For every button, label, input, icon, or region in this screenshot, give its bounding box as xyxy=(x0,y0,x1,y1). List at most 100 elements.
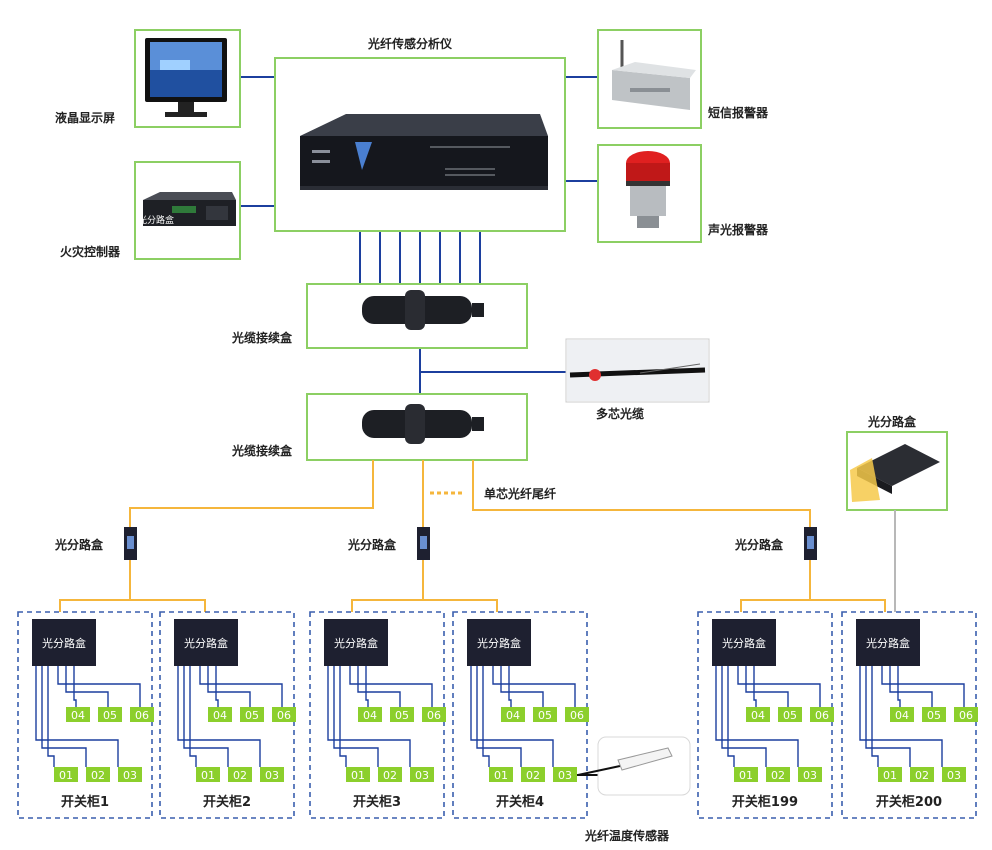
port-label: 01 xyxy=(351,769,365,782)
cabinet-name: 开关柜1 xyxy=(61,794,109,810)
fiber-branches xyxy=(59,588,886,612)
cabinet-lead xyxy=(189,666,197,767)
port-01 xyxy=(54,767,78,782)
cabinet-splitter-box-label: 光分路盒 xyxy=(722,636,766,650)
cabinet-splitter-box xyxy=(174,619,238,666)
port-label: 02 xyxy=(771,769,785,782)
cabinet-lead xyxy=(715,666,799,767)
fiber-trunk xyxy=(129,460,811,588)
cabinet-lead xyxy=(41,666,87,767)
splice-box-top-image xyxy=(362,290,484,330)
port-03 xyxy=(118,767,142,782)
cabinet-splitter-box-label: 光分路盒 xyxy=(334,636,378,650)
cabinet-lead xyxy=(470,666,554,767)
splice-box-bottom-image xyxy=(362,404,484,444)
multi-core-cable-label: 多芯光缆 xyxy=(596,406,644,421)
cabinet-lead xyxy=(339,666,347,767)
port-01 xyxy=(196,767,220,782)
port-04 xyxy=(208,707,232,722)
port-label: 02 xyxy=(233,769,247,782)
cabinet-name: 开关柜4 xyxy=(496,794,544,810)
port-06 xyxy=(272,707,296,722)
port-label: 01 xyxy=(59,769,73,782)
port-label: 06 xyxy=(815,709,829,722)
port-06 xyxy=(565,707,589,722)
port-06 xyxy=(954,707,978,722)
cabinet-lead xyxy=(349,666,433,707)
port-04 xyxy=(501,707,525,722)
port-label: 04 xyxy=(895,709,909,722)
cabinet-splitter-box-label: 光分路盒 xyxy=(477,636,521,650)
port-label: 05 xyxy=(538,709,552,722)
cabinet-lead xyxy=(57,666,141,707)
cabinet-lead xyxy=(508,666,512,707)
cabinet-splitter-box xyxy=(856,619,920,666)
cabinet-splitter-box-label: 光分路盒 xyxy=(184,636,228,650)
port-03 xyxy=(410,767,434,782)
cabinet-lead xyxy=(753,666,757,707)
cabinet-lead xyxy=(177,666,261,767)
port-label: 03 xyxy=(558,769,572,782)
cabinet-lead xyxy=(47,666,55,767)
cabinet-lead xyxy=(35,666,119,767)
lcd-monitor-image xyxy=(145,38,227,117)
splitter-3 xyxy=(804,527,817,560)
port-label: 04 xyxy=(506,709,520,722)
sound-light-alarm-image xyxy=(626,151,670,228)
splice-box-top-label: 光缆接续盒 xyxy=(231,330,293,345)
cabinet-lead xyxy=(73,666,77,707)
port-label: 06 xyxy=(427,709,441,722)
port-label: 02 xyxy=(915,769,929,782)
cabinet-name: 开关柜3 xyxy=(353,794,401,810)
cabinet-lead xyxy=(199,666,283,707)
cabinet-lead xyxy=(482,666,490,767)
fire-controller-image xyxy=(143,192,236,226)
cabinet-splitter-box xyxy=(467,619,531,666)
port-02 xyxy=(910,767,934,782)
port-label: 03 xyxy=(265,769,279,782)
port-label: 03 xyxy=(123,769,137,782)
sms-alarm-image xyxy=(612,40,696,110)
port-label: 06 xyxy=(570,709,584,722)
pigtail-label: 单芯光纤尾纤 xyxy=(484,486,556,501)
cabinet-lead xyxy=(889,666,933,707)
port-label: 06 xyxy=(135,709,149,722)
port-label: 05 xyxy=(927,709,941,722)
port-04 xyxy=(746,707,770,722)
cabinet-lead xyxy=(215,666,219,707)
cabinet-lead xyxy=(500,666,544,707)
splitter-1 xyxy=(124,527,137,560)
remote-splitter-label: 光分路盒 xyxy=(867,414,917,429)
port-02 xyxy=(228,767,252,782)
cabinet-lead xyxy=(859,666,943,767)
port-05 xyxy=(922,707,946,722)
temperature-sensor-frame xyxy=(597,736,691,796)
port-label: 03 xyxy=(803,769,817,782)
cabinet-splitter-box-label: 光分路盒 xyxy=(866,636,910,650)
fire-controller-label: 火灾控制器 xyxy=(60,244,121,259)
cabinet-lead xyxy=(183,666,229,767)
cabinet-splitter-box xyxy=(712,619,776,666)
cabinet-lead xyxy=(357,666,401,707)
splitter-1-label: 光分路盒 xyxy=(54,537,104,552)
port-04 xyxy=(66,707,90,722)
port-02 xyxy=(521,767,545,782)
remote-splitter-image xyxy=(850,444,940,502)
cabinet-lead xyxy=(476,666,522,767)
port-03 xyxy=(942,767,966,782)
port-label: 02 xyxy=(383,769,397,782)
port-label: 01 xyxy=(739,769,753,782)
port-06 xyxy=(130,707,154,722)
port-label: 05 xyxy=(103,709,117,722)
cabinet-splitter-box-label: 光分路盒 xyxy=(42,636,86,650)
cabinet-lead xyxy=(871,666,879,767)
splitter-2 xyxy=(417,527,430,560)
lcd-label: 液晶显示屏 xyxy=(55,110,115,125)
port-02 xyxy=(86,767,110,782)
cabinet-lead xyxy=(727,666,735,767)
port-label: 05 xyxy=(783,709,797,722)
